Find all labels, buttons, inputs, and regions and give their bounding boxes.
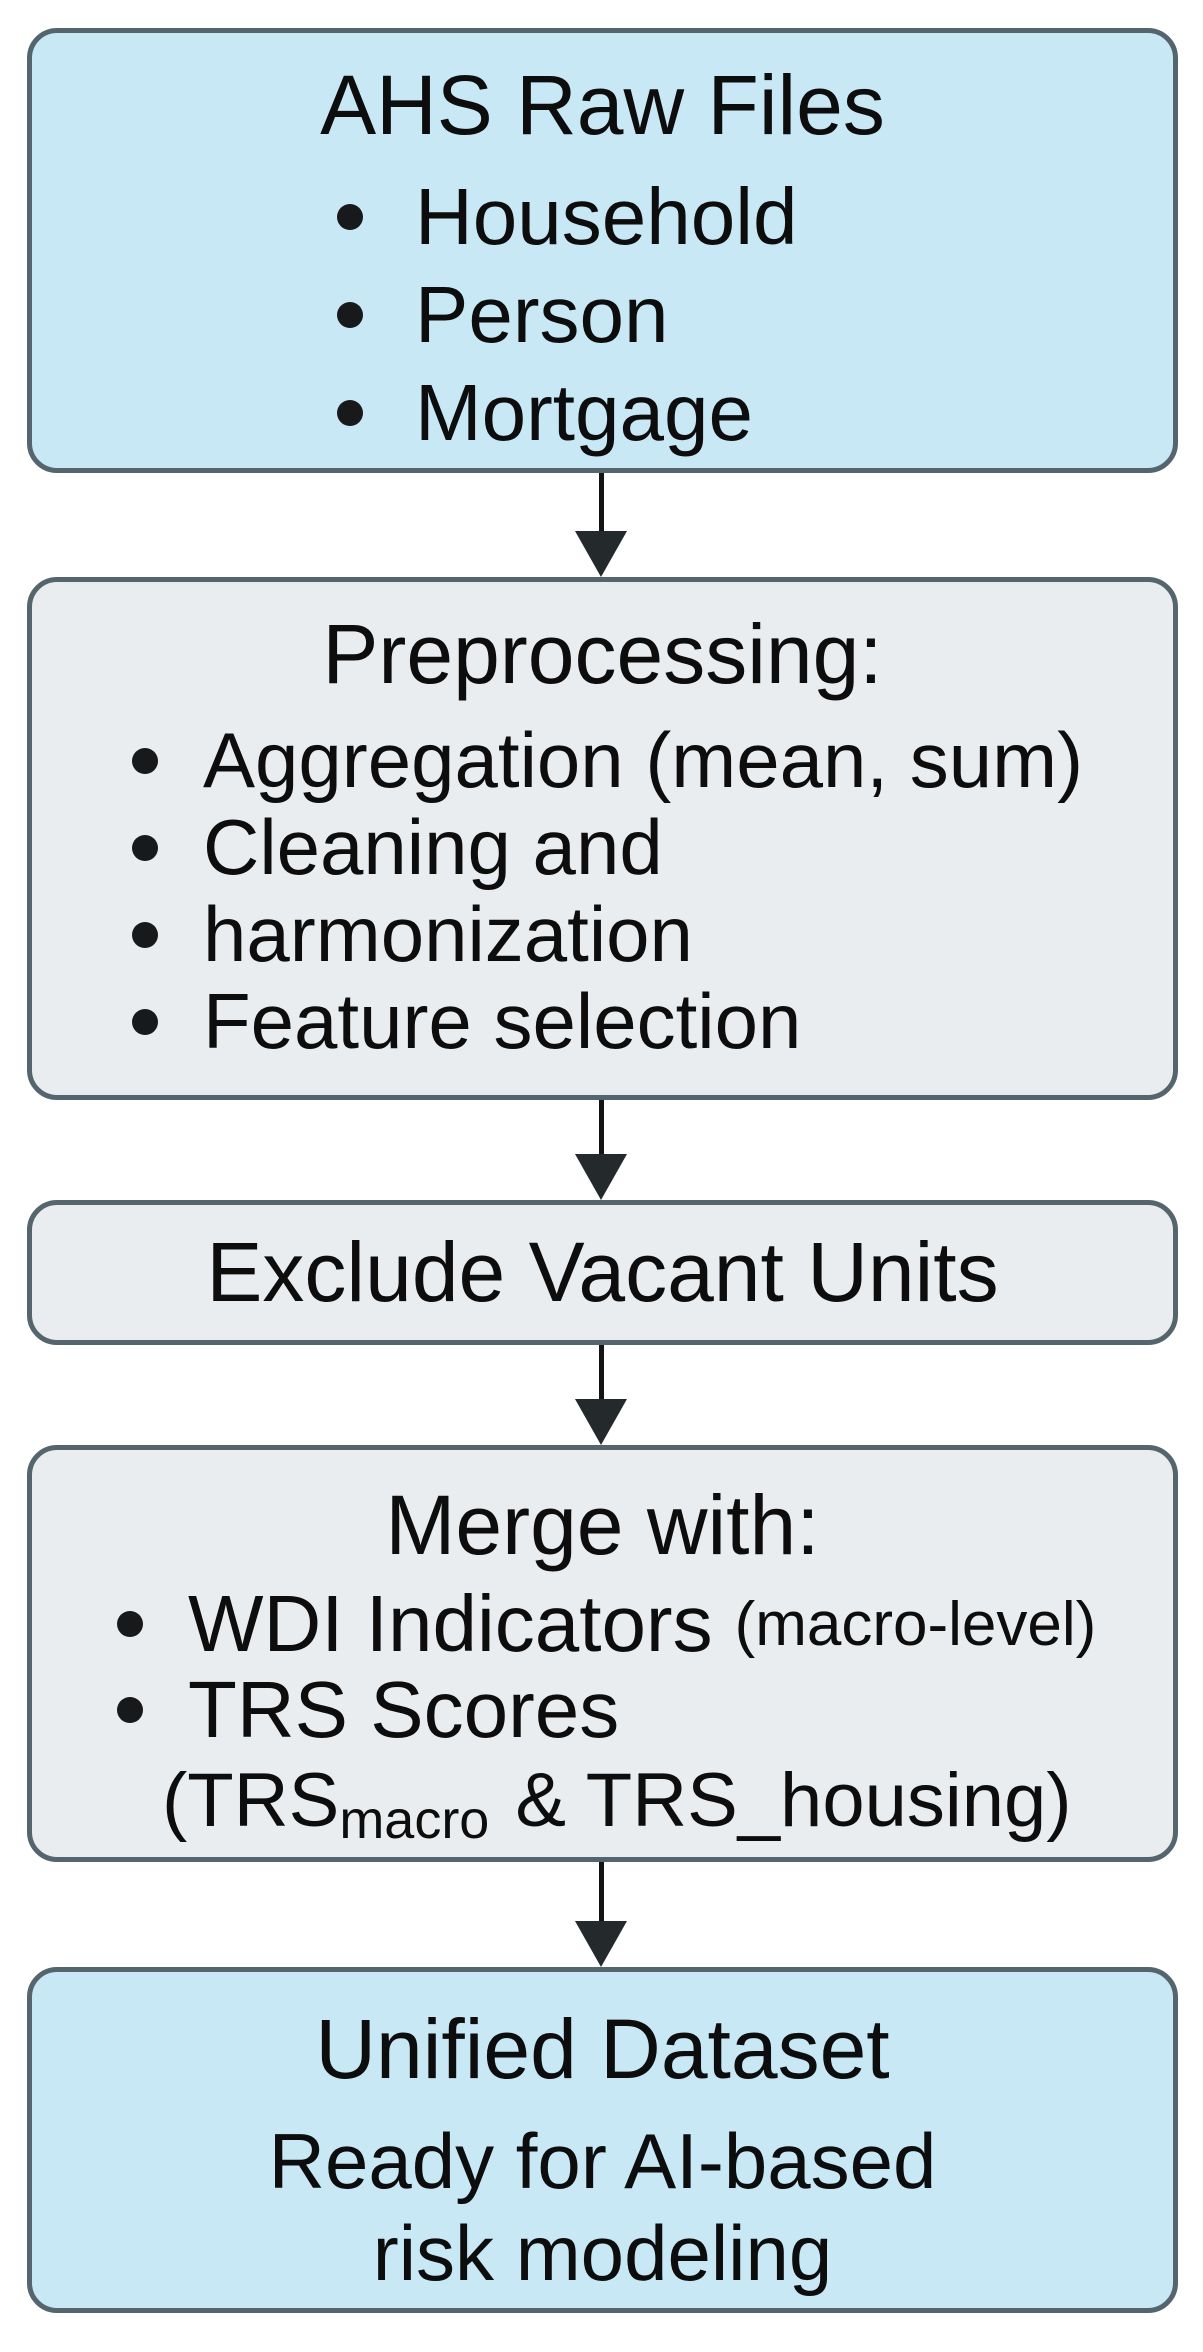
arrow-head-icon [575,1921,627,1967]
arrow-stem [598,1345,604,1399]
subtitle-line: Ready for AI-based [268,2117,937,2205]
flow-arrow-down [574,1862,628,1967]
list-item-label: Aggregation (mean, sum) [203,716,1084,804]
list-item: Household [32,168,1173,266]
trs-macro-subscript: macro [339,1789,490,1850]
bullet-dot-icon [117,1697,143,1723]
list-item-label: Feature selection [203,977,802,1065]
list-item: WDI Indicators (macro-level) [32,1579,1173,1668]
list-item-label: TRS Scores [188,1665,620,1754]
paren-rest: & TRS_housing) [515,1758,1072,1843]
list-item-label: Person [415,270,669,359]
arrow-head-icon [575,1399,627,1445]
list-item-label: Household [415,172,798,261]
node-ahs-raw-files: AHS Raw Files Household Person Mortgage [27,28,1178,473]
list-item-label: Mortgage [415,368,753,457]
flow-arrow-down [574,1100,628,1200]
bullet-dot-icon [337,400,363,426]
list-item: Person [32,266,1173,364]
arrow-stem [598,1862,604,1921]
list-item: harmonization [32,890,1173,978]
arrow-head-icon [575,531,627,577]
node-exclude-vacant-units: Exclude Vacant Units [27,1200,1178,1345]
node-title: Unified Dataset [315,2002,890,2096]
bullet-dot-icon [132,921,158,948]
list-item-note: (macro-level) [734,1589,1097,1659]
node-title: Preprocessing: [322,607,883,701]
node-preprocessing: Preprocessing: Aggregation (mean, sum) C… [27,577,1178,1100]
node-title: Merge with: [385,1478,820,1572]
bullet-dot-icon [132,747,158,774]
bullet-dot-icon [132,1008,158,1035]
list-item-label: harmonization [203,890,693,978]
node-title: Exclude Vacant Units [206,1225,999,1319]
bullet-dot-icon [337,302,363,328]
flow-arrow-down [574,1345,628,1445]
trs-scores-detail: (TRSmacro & TRS_housing) [32,1753,1173,1848]
arrow-head-icon [575,1154,627,1200]
list-item-label: WDI Indicators [188,1579,713,1668]
flow-arrow-down [574,473,628,577]
list-item: Cleaning and [32,803,1173,891]
subtitle-line: risk modeling [372,2209,833,2297]
bullet-list: WDI Indicators (macro-level) TRS Scores [32,1579,1173,1754]
node-subtitle: Ready for AI-based risk modeling [32,2115,1173,2299]
bullet-list: Aggregation (mean, sum) Cleaning and har… [32,716,1173,1065]
list-item: Mortgage [32,364,1173,462]
arrow-stem [598,473,604,531]
node-title: AHS Raw Files [320,58,885,152]
arrow-stem [598,1100,604,1154]
list-item: TRS Scores [32,1665,1173,1754]
list-item: Aggregation (mean, sum) [32,716,1173,804]
node-unified-dataset: Unified Dataset Ready for AI-based risk … [27,1967,1178,2313]
bullet-dot-icon [337,204,363,230]
paren-open: (TRS [162,1758,340,1843]
list-item: Feature selection [32,977,1173,1065]
node-merge-with: Merge with: WDI Indicators (macro-level)… [27,1445,1178,1862]
bullet-list: Household Person Mortgage [32,168,1173,462]
list-item-label: Cleaning and [203,803,663,891]
bullet-dot-icon [117,1611,143,1637]
bullet-dot-icon [132,834,158,861]
